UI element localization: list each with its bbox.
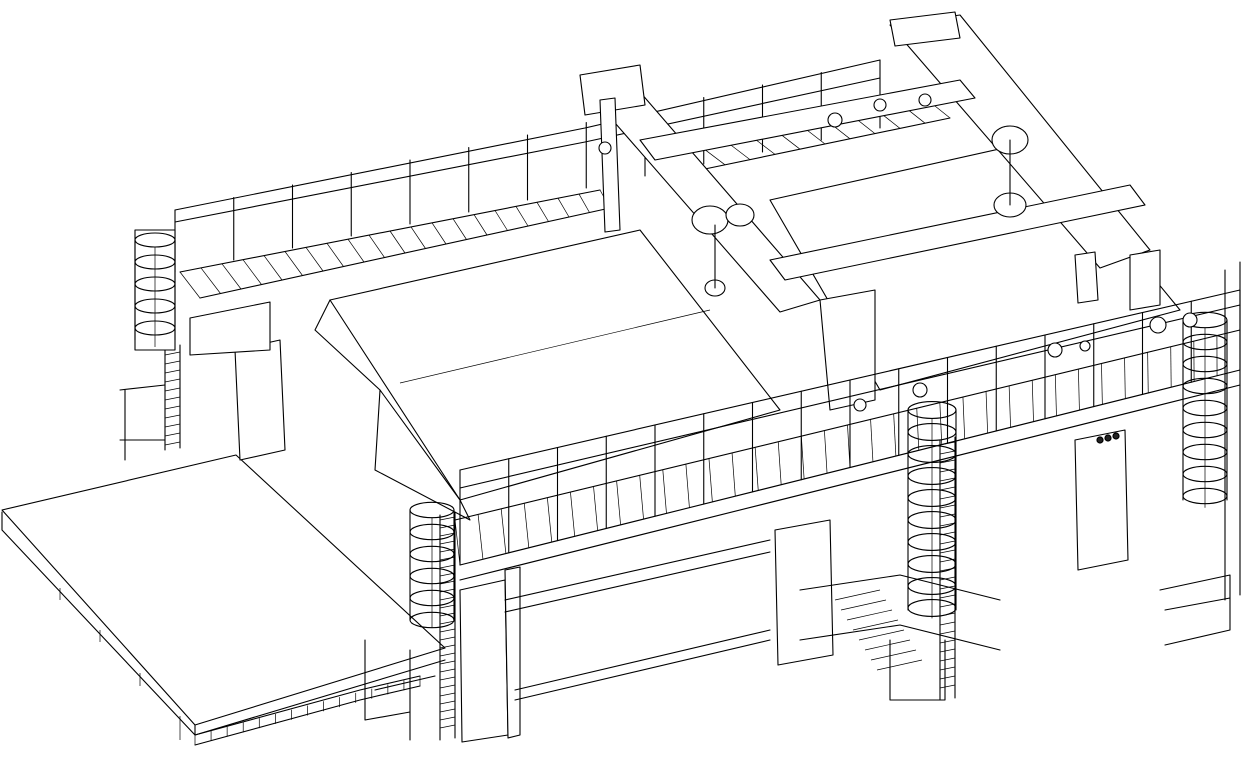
- front-left-column: [409, 501, 521, 743]
- left-column: [119, 229, 286, 461]
- cable-tray: [194, 675, 421, 746]
- right-front-cage: [907, 401, 957, 701]
- gantry-frame: [579, 11, 1161, 411]
- lower-beam: [504, 539, 771, 701]
- central-block: [314, 229, 781, 521]
- fittings: [598, 93, 1198, 444]
- front-middle-column: [774, 519, 1001, 701]
- far-right-column: [1074, 261, 1241, 646]
- lower-left-rail: [364, 639, 436, 741]
- left-deck: [1, 454, 446, 740]
- front-walkway: [454, 289, 1241, 581]
